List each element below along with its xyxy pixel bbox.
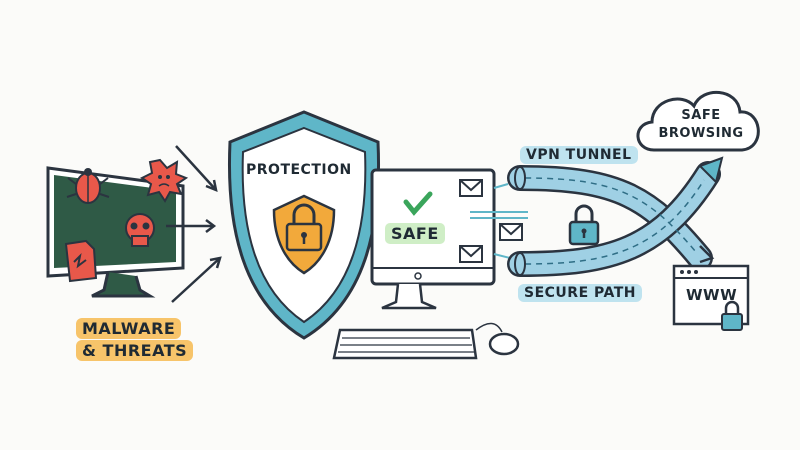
bug-icon [66,168,110,204]
skull-icon [125,213,155,247]
cloud-label-line1: SAFE [681,108,721,123]
threats-label-line2: & THREATS [76,340,194,361]
vpn-tunnel-label: VPN TUNNEL [520,146,638,164]
cloud-icon [636,91,760,152]
tunnel-padlock-icon [568,204,600,246]
browser-padlock-icon [721,300,743,331]
safe-label-text: SAFE [385,223,445,244]
mouse-icon [475,322,520,356]
cloud-label-line2: BROWSING [658,126,744,141]
shield-label: PROTECTION [246,162,352,178]
secure-path-label: SECURE PATH [518,284,642,302]
threats-label-line1: MALWARE [76,318,182,339]
secure-path-label-text: SECURE PATH [518,284,642,302]
vpn-tunnel [507,156,724,277]
data-stream-lines [470,183,528,259]
threats-label: MALWARE & THREATS [76,318,194,362]
envelope-icon [459,179,523,263]
padlock-icon [285,203,323,252]
infected-file-icon [64,239,98,283]
threat-arrows [166,145,222,303]
virus-icon [140,158,189,203]
cloud-label: SAFE BROWSING [648,107,754,143]
www-label: WWW [686,286,738,304]
vpn-tunnel-label-text: VPN TUNNEL [520,146,638,164]
checkmark-icon [403,191,433,216]
keyboard-icon [332,328,478,360]
safe-label: SAFE [385,223,445,244]
